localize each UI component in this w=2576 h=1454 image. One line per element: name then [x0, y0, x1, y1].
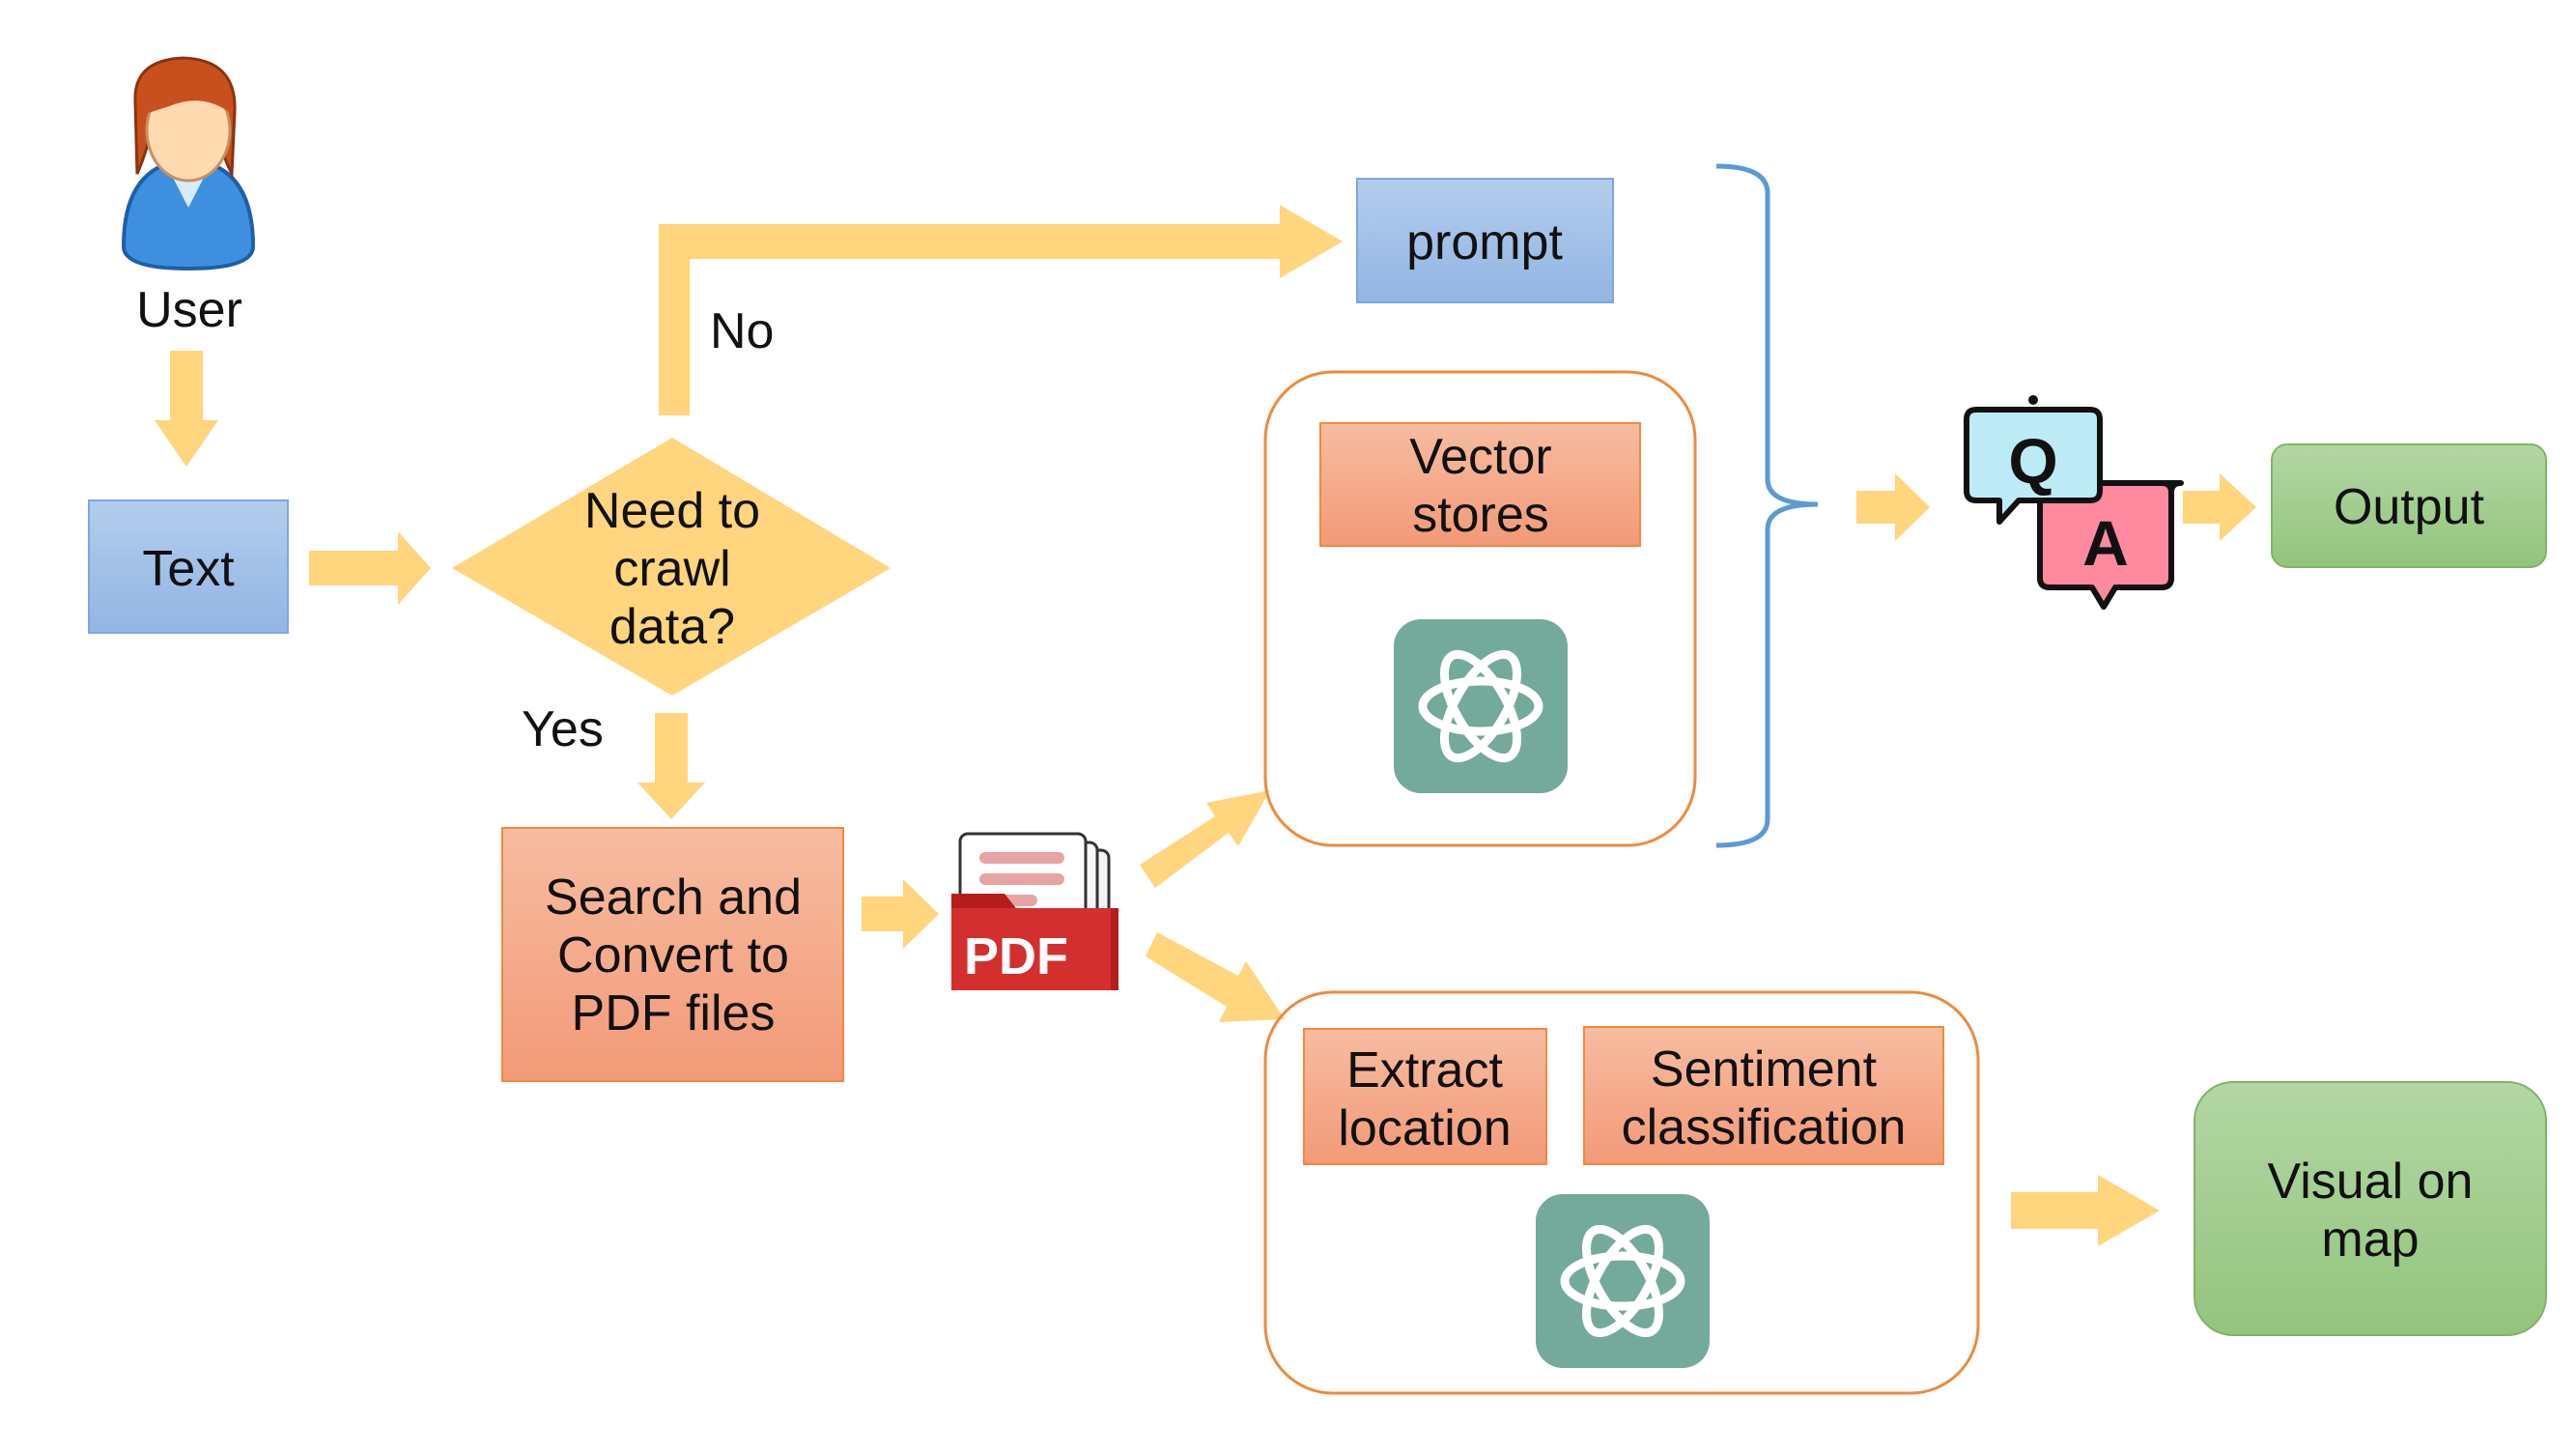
- chatgpt-logo-icon: [1394, 619, 1568, 793]
- pdf-folder-icon: PDF: [951, 832, 1118, 990]
- decision-line-2: crawl: [613, 541, 730, 597]
- vector-stores-box: [1319, 422, 1641, 547]
- visual-line-2: map: [2321, 1212, 2419, 1268]
- arrow-no-branch: [659, 205, 1343, 415]
- arrow-search-to-pdf: [862, 879, 939, 949]
- search-line-2: Convert to: [557, 927, 789, 984]
- chatgpt-logo-icon: [1536, 1194, 1710, 1368]
- prompt-box: [1356, 178, 1614, 303]
- sentiment-line-2: classification: [1622, 1099, 1907, 1155]
- pdf-label: PDF: [964, 927, 1068, 985]
- arrow-yes-branch: [637, 713, 705, 819]
- decision-diamond: [452, 438, 891, 696]
- visual-map-box: [2194, 1081, 2547, 1336]
- grouping-brace: [1715, 163, 1819, 848]
- vector-line-1: Vector: [1409, 429, 1551, 485]
- sentiment-box: [1583, 1026, 1944, 1165]
- decision-line-1: Need to: [584, 483, 760, 539]
- user-avatar-icon: [121, 56, 256, 271]
- sentiment-line-1: Sentiment: [1651, 1041, 1878, 1098]
- search-line-1: Search and: [545, 870, 802, 926]
- decision-line-3: data?: [609, 599, 735, 655]
- output-box: [2271, 443, 2547, 568]
- arrow-container-to-visual: [2011, 1175, 2160, 1246]
- qa-q-letter: Q: [2008, 425, 2057, 497]
- arrow-pdf-to-vector: [1140, 790, 1270, 888]
- no-label: No: [710, 303, 774, 359]
- vector-container: [1263, 370, 1697, 847]
- analysis-container: [1263, 990, 1980, 1395]
- text-box: [88, 499, 289, 634]
- arrow-brace-to-qa: [1856, 473, 1930, 541]
- text-box-label: Text: [142, 541, 235, 597]
- extract-line-1: Extract: [1346, 1042, 1503, 1098]
- qa-chat-icon: A Q: [1964, 395, 2184, 610]
- arrow-pdf-to-extract: [1146, 932, 1285, 1022]
- vector-line-2: stores: [1412, 487, 1549, 543]
- qa-a-letter: A: [2082, 507, 2129, 579]
- prompt-box-label: prompt: [1406, 214, 1563, 271]
- search-line-3: PDF files: [572, 985, 776, 1041]
- yes-label: Yes: [522, 701, 604, 757]
- visual-line-1: Visual on: [2268, 1154, 2474, 1210]
- extract-location-box: [1303, 1028, 1547, 1165]
- user-label: User: [136, 282, 242, 338]
- arrow-text-to-decision: [309, 531, 431, 605]
- output-box-label: Output: [2334, 479, 2485, 535]
- extract-line-2: location: [1338, 1100, 1511, 1156]
- search-convert-box: [501, 827, 844, 1082]
- arrow-user-to-text: [155, 351, 218, 467]
- arrow-qa-to-output: [2183, 473, 2256, 541]
